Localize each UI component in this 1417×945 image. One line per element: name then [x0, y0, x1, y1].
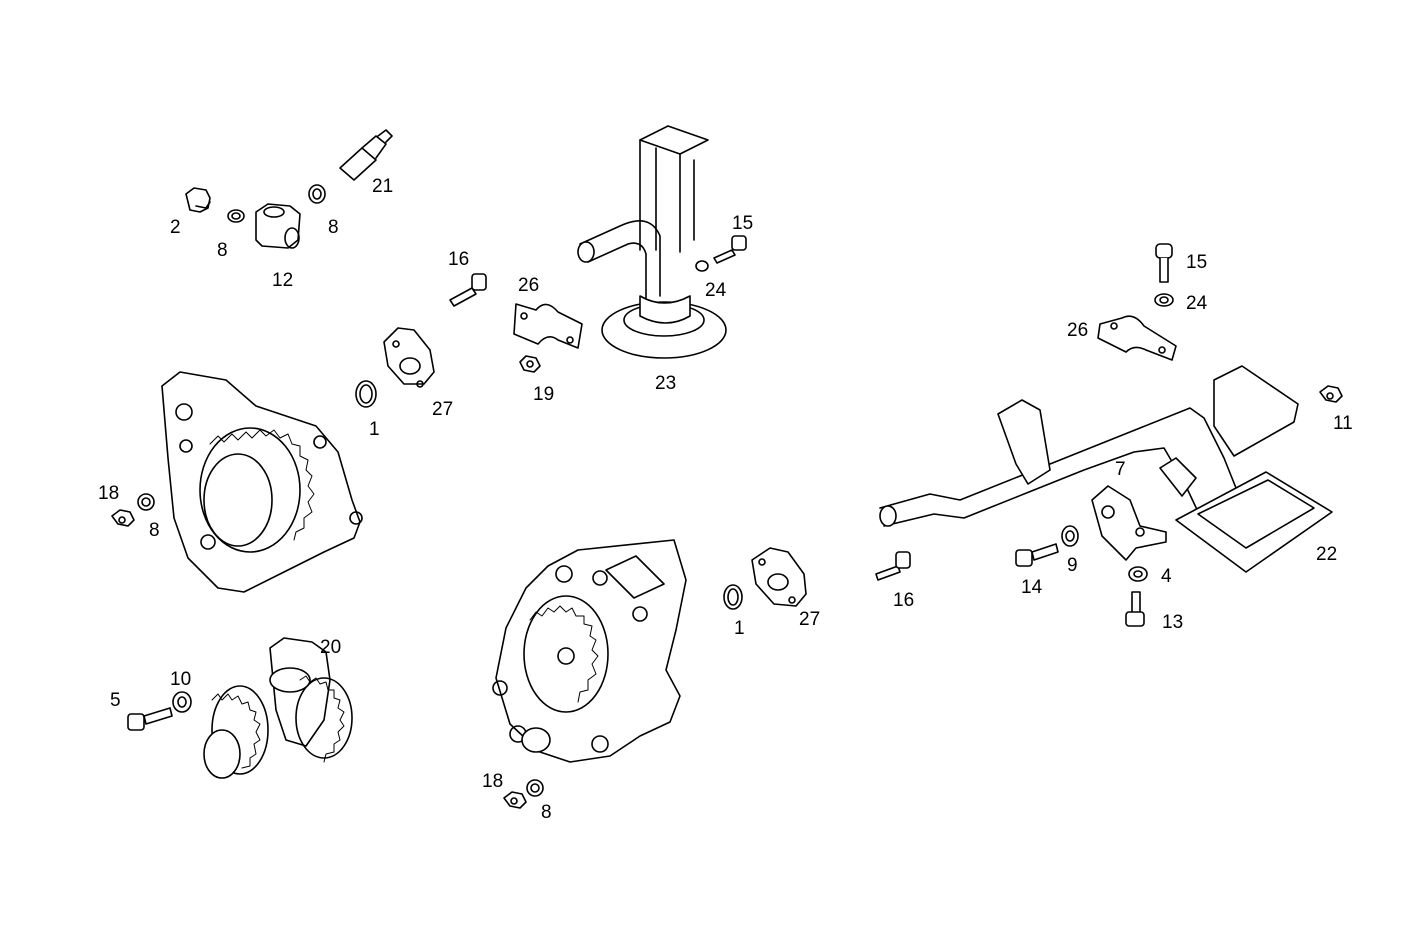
callout-5: 5 — [110, 690, 121, 711]
callout-16: 16 — [448, 249, 470, 270]
bracket-part — [1091, 485, 1167, 561]
bolt-part — [449, 273, 487, 307]
callout-11: 11 — [1333, 413, 1353, 434]
washer-part — [227, 184, 326, 223]
bolt-part — [875, 551, 911, 581]
callout-18: 18 — [98, 483, 120, 504]
bolt-washer-part — [127, 691, 192, 731]
nut-washer-part — [503, 779, 544, 809]
callout-22: 22 — [1316, 544, 1338, 565]
callout-27: 27 — [799, 609, 821, 630]
banjo-fitting-part — [255, 203, 301, 249]
callout-8: 8 — [149, 520, 160, 541]
bolt-part — [1125, 591, 1145, 627]
washer-part — [1128, 566, 1148, 582]
callout-15: 15 — [1186, 252, 1208, 273]
callout-19: 19 — [533, 384, 555, 405]
o-ring-part — [723, 584, 743, 610]
bolt-washer-part — [1154, 243, 1174, 307]
callout-9: 9 — [1067, 555, 1078, 576]
callout-24: 24 — [1186, 293, 1208, 314]
callout-8: 8 — [328, 217, 339, 238]
callout-2: 2 — [170, 217, 181, 238]
oil-pipe-assembly-part — [879, 365, 1333, 573]
callout-12: 12 — [272, 270, 294, 291]
clamp-part — [1097, 315, 1177, 361]
callout-4: 4 — [1161, 566, 1172, 587]
oil-pump-assembly-part — [492, 539, 687, 763]
callout-26: 26 — [1067, 320, 1089, 341]
bolt-washer-part — [1015, 525, 1079, 567]
callout-23: 23 — [655, 373, 677, 394]
o-ring-part — [355, 380, 377, 408]
callout-14: 14 — [1021, 577, 1043, 598]
callout-8: 8 — [217, 240, 228, 261]
plug-part — [185, 187, 211, 213]
gasket-part — [383, 327, 435, 388]
callout-21: 21 — [372, 176, 394, 197]
callout-13: 13 — [1162, 612, 1184, 633]
callout-16: 16 — [893, 590, 915, 611]
callout-1: 1 — [369, 419, 380, 440]
gasket-part — [751, 547, 807, 607]
callout-27: 27 — [432, 399, 454, 420]
nut-washer-part — [111, 493, 155, 527]
callout-18: 18 — [482, 771, 504, 792]
bolt-washer-part — [695, 235, 747, 272]
callout-8: 8 — [541, 802, 552, 823]
callout-24: 24 — [705, 280, 727, 301]
nut-part — [1319, 385, 1343, 403]
callout-20: 20 — [320, 637, 342, 658]
callout-10: 10 — [170, 669, 192, 690]
pressure-sensor-part — [339, 129, 393, 181]
callout-7: 7 — [1115, 459, 1126, 480]
callout-15: 15 — [732, 213, 754, 234]
clamp-part — [513, 303, 583, 349]
callout-1: 1 — [734, 618, 745, 639]
oil-pump-housing-part — [161, 371, 363, 593]
gear-pair-part — [203, 637, 353, 779]
callout-26: 26 — [518, 275, 540, 296]
nut-part — [519, 355, 541, 373]
suction-pipe-part — [577, 125, 727, 359]
